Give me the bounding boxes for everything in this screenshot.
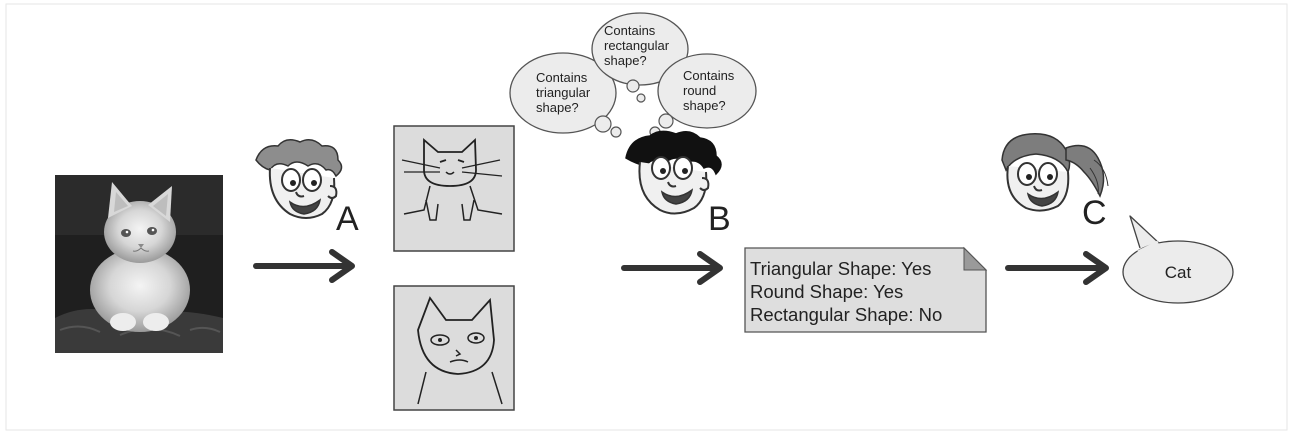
note-line-rectangular: Rectangular Shape: No [750,304,942,325]
note-line-round: Round Shape: Yes [750,281,903,302]
thought-line: shape? [683,98,726,113]
page-frame [5,3,1288,431]
note-line-triangular: Triangular Shape: Yes [750,258,931,279]
boy-b-face-icon [625,130,722,215]
label-b: B [708,200,731,238]
feature-note-card: Triangular Shape: Yes Round Shape: Yes R… [744,246,988,333]
thought-bubble-rectangular: Contains rectangular shape? [591,12,689,86]
label-a: A [336,200,359,238]
thought-line: Contains [536,70,588,85]
arrow-1 [253,249,355,283]
thought-line: Contains [604,23,656,38]
thought-bubble-triangular: Contains triangular shape? [509,52,617,134]
kitten-photo [55,175,223,353]
speech-answer: Cat [1165,263,1192,282]
thought-line: shape? [536,100,579,115]
thought-line: shape? [604,53,647,68]
thought-line: round [683,83,716,98]
thought-line: Contains [683,68,735,83]
arrow-3 [1005,251,1109,285]
arrow-2 [621,251,723,285]
boy-a-face-icon [255,139,343,219]
thought-line: triangular [536,85,591,100]
thought-bubble-round: Contains round shape? [657,53,757,129]
girl-c-face-icon [1001,133,1109,212]
cat-sketch-panel-top [393,125,515,252]
speech-bubble: Cat [1122,215,1234,304]
cat-sketch-panel-bottom [393,285,515,411]
label-c: C [1082,194,1107,232]
thought-line: rectangular [604,38,670,53]
